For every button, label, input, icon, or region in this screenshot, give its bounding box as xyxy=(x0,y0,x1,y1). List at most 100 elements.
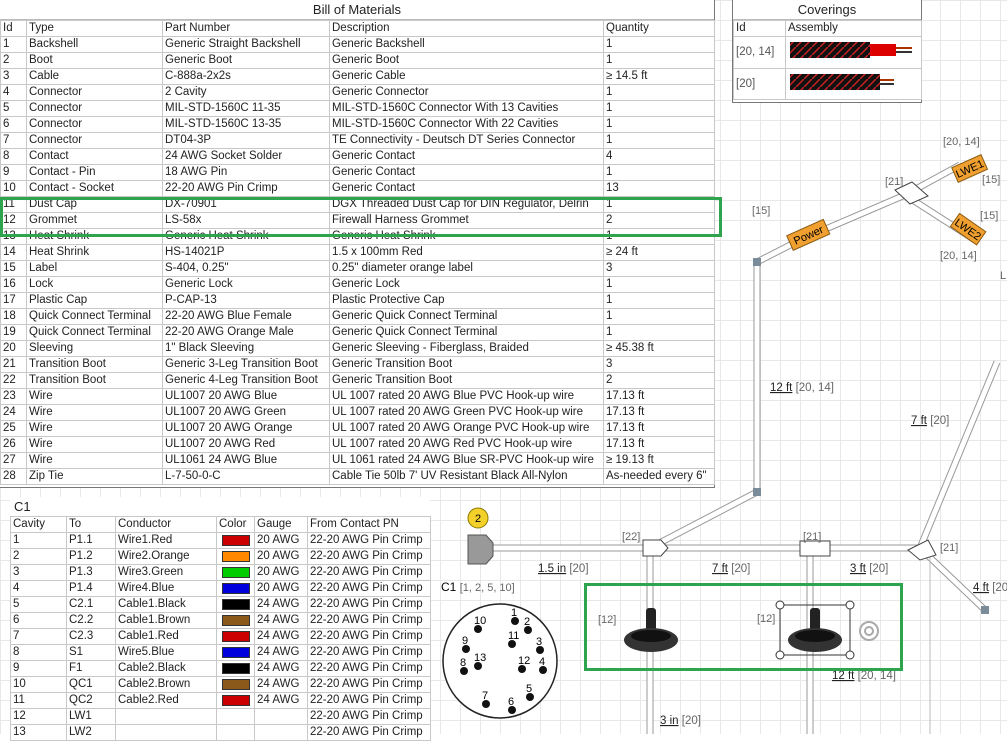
grommet-icon[interactable] xyxy=(624,608,678,652)
table-cell: Wire4.Blue xyxy=(115,580,217,597)
table-cell: 2 xyxy=(0,52,27,69)
connector-pin[interactable] xyxy=(526,693,534,701)
col-header[interactable]: From Contact PN xyxy=(307,516,431,533)
label-lwe1[interactable]: LWE1 xyxy=(951,154,989,183)
table-cell: LW2 xyxy=(66,724,116,741)
bundle-node[interactable] xyxy=(753,488,761,496)
table-cell: 17.13 ft xyxy=(603,420,715,437)
col-header[interactable]: Part Number xyxy=(162,20,330,37)
table-cell: Cable Tie 50lb 7' UV Resistant Black All… xyxy=(329,468,604,485)
bundle-node[interactable] xyxy=(753,258,761,266)
col-header[interactable]: Id xyxy=(0,20,27,37)
connector-pin[interactable] xyxy=(482,700,490,708)
connector-pin[interactable] xyxy=(474,625,482,633)
pin-number: 4 xyxy=(539,656,545,668)
connector-c1-icon[interactable] xyxy=(467,534,494,565)
rotate-icon[interactable] xyxy=(859,621,879,641)
connector-pin[interactable] xyxy=(508,640,516,648)
col-header[interactable]: Type xyxy=(26,20,163,37)
table-cell: Contact - Pin xyxy=(26,164,163,181)
connector-pin[interactable] xyxy=(536,646,544,654)
table-cell: 8 xyxy=(10,644,67,661)
connector-pin[interactable] xyxy=(508,706,516,714)
table-cell: 22-20 AWG Pin Crimp xyxy=(307,532,431,549)
table-cell: Generic Boot xyxy=(329,52,604,69)
connector-pin[interactable] xyxy=(460,667,468,675)
table-cell: 22-20 AWG Pin Crimp xyxy=(307,564,431,581)
col-header[interactable]: Color xyxy=(216,516,255,533)
bundle-node[interactable] xyxy=(981,606,989,614)
table-row[interactable]: [20] xyxy=(733,68,922,100)
connector-pin[interactable] xyxy=(474,662,482,670)
pin-number: 13 xyxy=(474,652,486,664)
table-row[interactable]: [20, 14] xyxy=(733,36,922,69)
connector-pin[interactable] xyxy=(518,665,526,673)
connector-pin[interactable] xyxy=(539,666,547,674)
table-cell: Contact - Socket xyxy=(26,180,163,197)
table-cell: P1.4 xyxy=(66,580,116,597)
transition-boot[interactable] xyxy=(907,539,937,561)
col-header[interactable]: Quantity xyxy=(603,20,715,37)
transition-boot[interactable] xyxy=(642,539,669,557)
table-cell: 24 AWG xyxy=(254,692,308,709)
color-swatch xyxy=(221,631,250,642)
col-header[interactable]: Conductor xyxy=(115,516,217,533)
table-cell: Cable1.Brown xyxy=(115,612,217,629)
col-header[interactable]: To xyxy=(66,516,116,533)
col-header[interactable]: Gauge xyxy=(254,516,308,533)
color-swatch xyxy=(221,615,250,626)
col-header[interactable]: Cavity xyxy=(10,516,67,533)
pin-number: 10 xyxy=(474,615,486,627)
col-header[interactable]: Description xyxy=(329,20,604,37)
table-cell: Wire2.Orange xyxy=(115,548,217,565)
connector-pin[interactable] xyxy=(524,626,532,634)
grommet-icon-selected[interactable] xyxy=(775,600,855,660)
transition-boot[interactable] xyxy=(894,181,929,205)
connector-pin[interactable] xyxy=(511,617,519,625)
table-cell: Wire5.Blue xyxy=(115,644,217,661)
label-power[interactable]: Power xyxy=(786,218,831,251)
transition-boot[interactable] xyxy=(799,540,831,557)
table-cell: UL1061 24 AWG Blue xyxy=(162,452,330,469)
connector-pin[interactable] xyxy=(462,645,470,653)
